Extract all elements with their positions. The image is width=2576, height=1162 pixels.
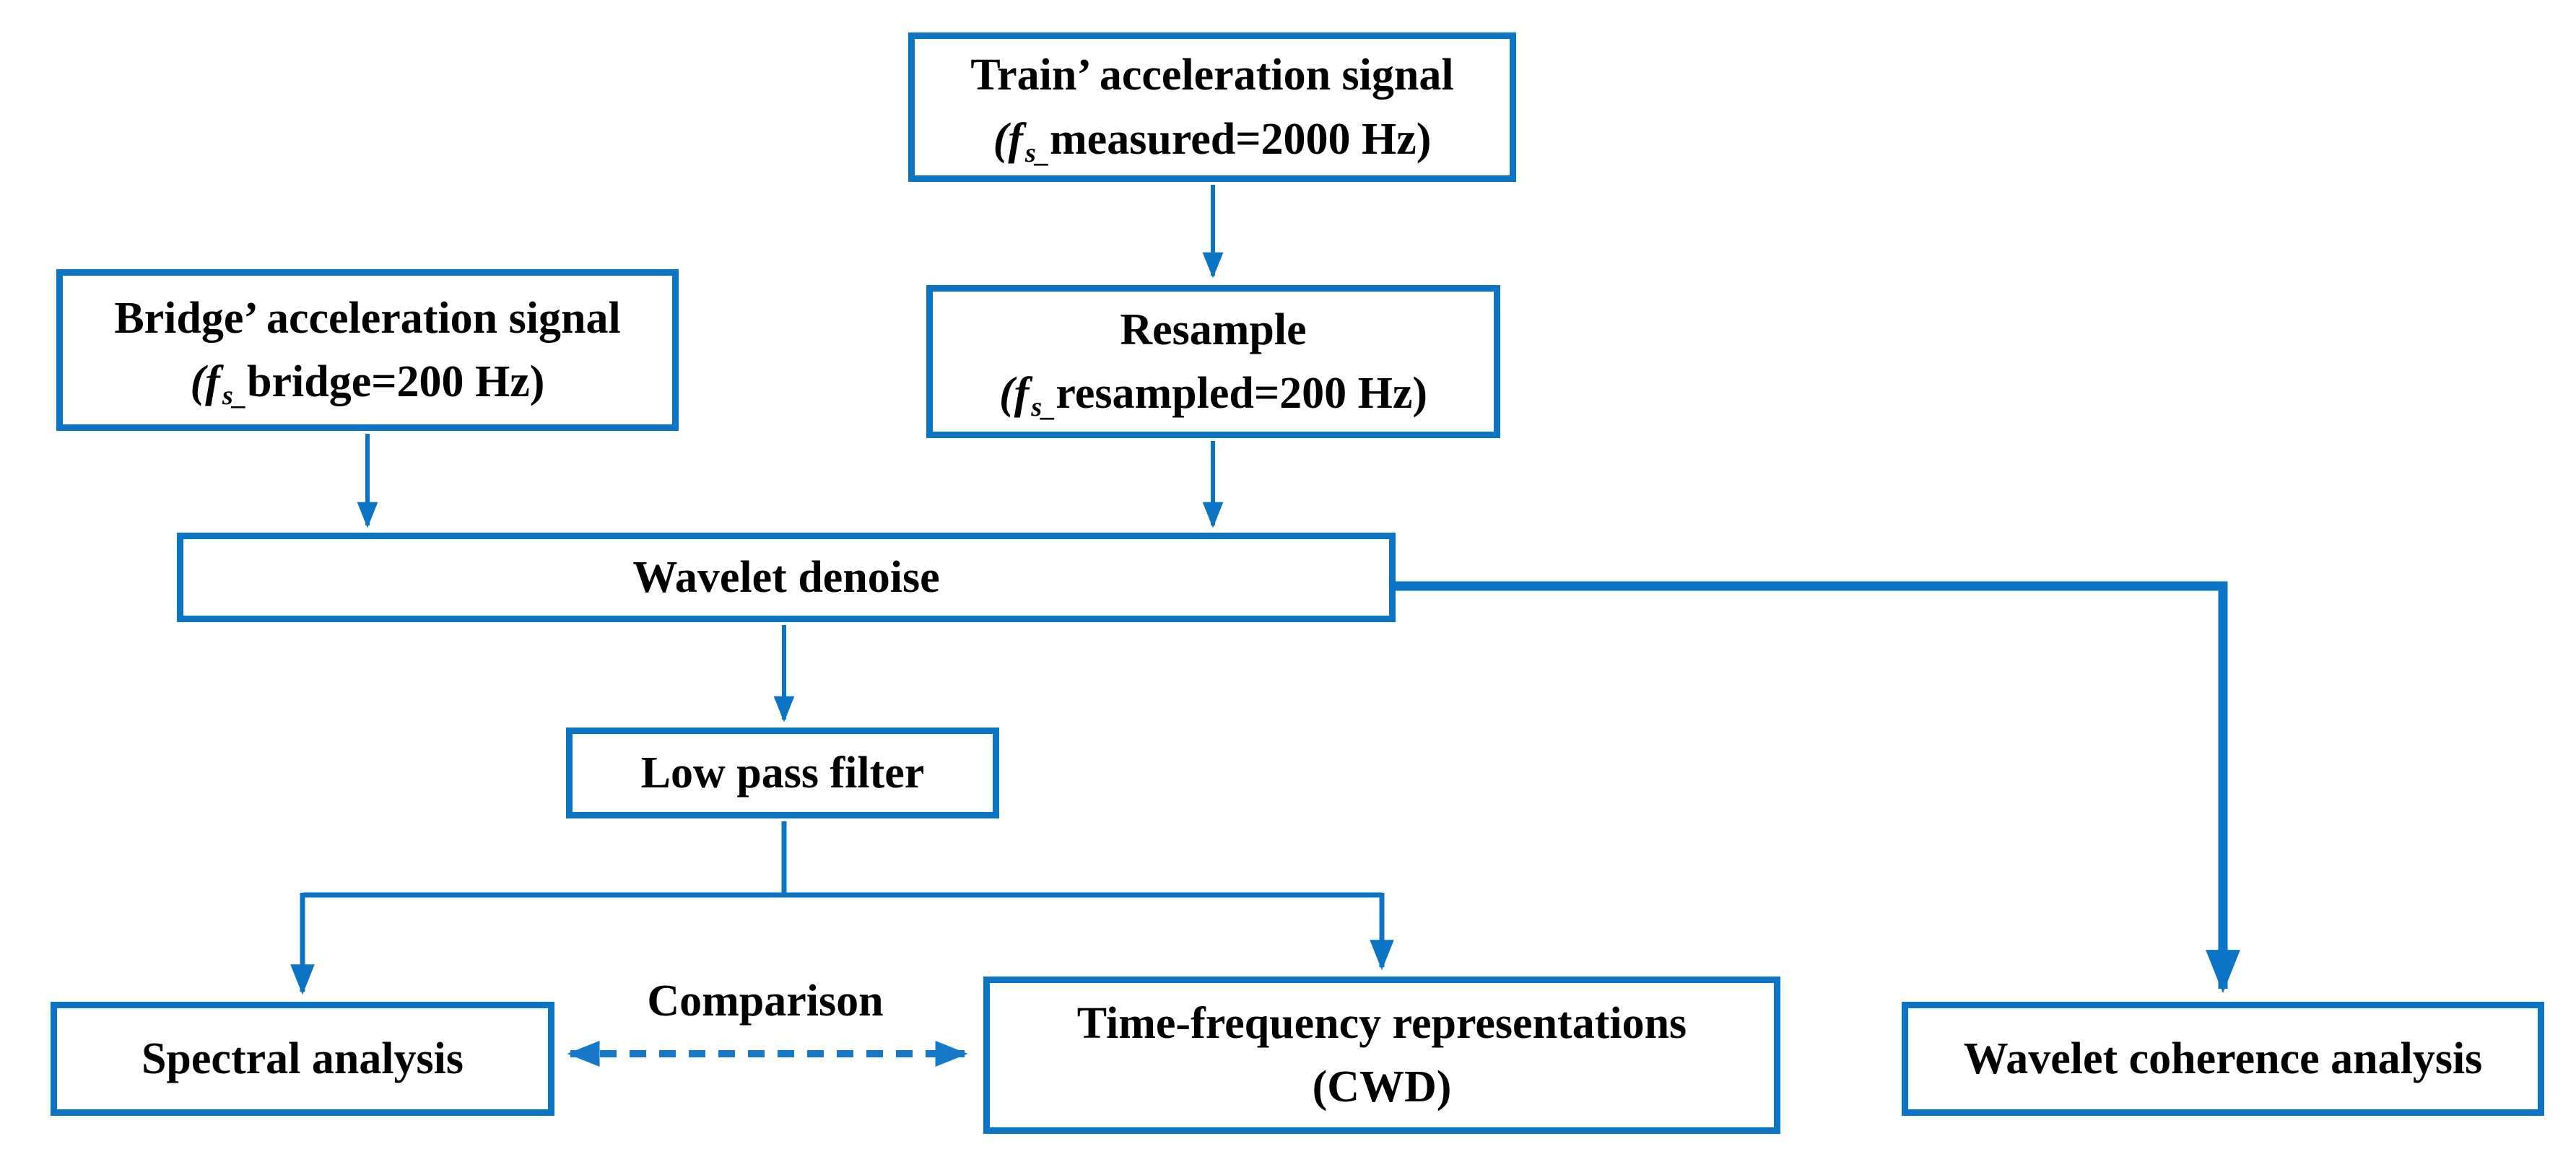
node-bridge-formula: (fs_bridge=200 Hz) (190, 357, 545, 411)
node-resample-title: Resample (1120, 305, 1307, 354)
node-spectral-analysis-title: Spectral analysis (141, 1034, 464, 1083)
node-spectral-analysis: Spectral analysis (51, 1002, 554, 1116)
node-low-pass-filter: Low pass filter (566, 728, 999, 818)
node-wavelet-coherence-title: Wavelet coherence analysis (1963, 1034, 2483, 1083)
node-train-title: Train’ acceleration signal (970, 51, 1454, 100)
arrow-denoise-to-coherence (1391, 581, 2240, 993)
node-resample: Resample (fs_resampled=200 Hz) (926, 285, 1500, 438)
node-tfr-subtitle: (CWD) (1312, 1062, 1452, 1111)
comparison-label: Comparison (647, 977, 884, 1026)
node-bridge-signal: Bridge’ acceleration signal (fs_bridge=2… (56, 269, 679, 431)
node-train-formula: (fs_measured=2000 Hz) (993, 114, 1432, 168)
node-resample-formula: (fs_resampled=200 Hz) (998, 369, 1428, 422)
node-tfr-title: Time-frequency representations (1076, 998, 1687, 1048)
node-bridge-title: Bridge’ acceleration signal (114, 293, 621, 343)
node-wavelet-coherence-analysis: Wavelet coherence analysis (1902, 1002, 2544, 1116)
node-time-frequency-representations: Time-frequency representations (CWD) (983, 977, 1780, 1134)
node-wavelet-denoise-title: Wavelet denoise (632, 552, 940, 602)
node-wavelet-denoise: Wavelet denoise (177, 533, 1396, 622)
node-train-signal: Train’ acceleration signal (fs_measured=… (908, 32, 1516, 182)
node-low-pass-filter-title: Low pass filter (640, 748, 925, 798)
